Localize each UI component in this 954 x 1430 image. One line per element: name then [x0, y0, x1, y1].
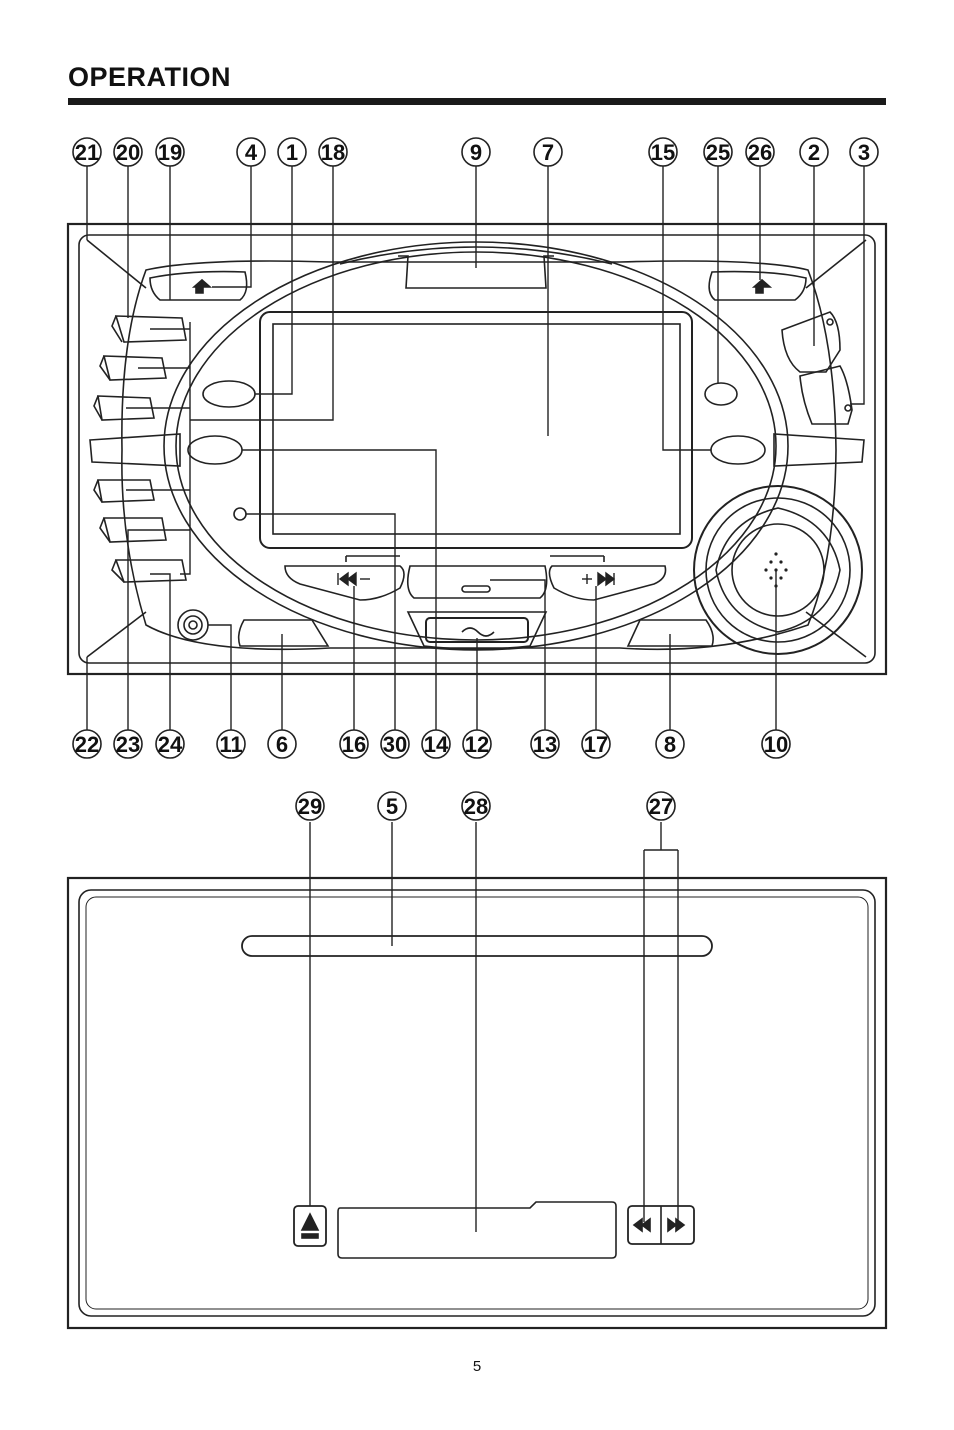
svg-text:13: 13	[533, 732, 557, 757]
next-track-glyph	[582, 571, 616, 587]
callout-9: 9	[461, 137, 491, 167]
callout-11: 11	[216, 729, 246, 759]
callout-21: 21	[72, 137, 102, 167]
callout-26: 26	[745, 137, 775, 167]
callout-17: 17	[581, 729, 611, 759]
svg-text:20: 20	[116, 140, 140, 165]
callout-13: 13	[530, 729, 560, 759]
callout-6: 6	[267, 729, 297, 759]
callout-23: 23	[113, 729, 143, 759]
callout-20: 20	[113, 137, 143, 167]
svg-text:5: 5	[386, 794, 398, 819]
svg-text:26: 26	[748, 140, 772, 165]
callout-10: 10	[761, 729, 791, 759]
svg-text:3: 3	[858, 140, 870, 165]
callout-1: 1	[277, 137, 307, 167]
svg-text:1: 1	[286, 140, 298, 165]
svg-text:14: 14	[424, 732, 449, 757]
callout-29: 29	[295, 791, 325, 821]
svg-text:30: 30	[383, 732, 407, 757]
callout-3: 3	[849, 137, 879, 167]
title-rule	[68, 98, 886, 105]
svg-text:11: 11	[219, 732, 242, 757]
callout-24: 24	[155, 729, 185, 759]
callout-8: 8	[655, 729, 685, 759]
svg-text:18: 18	[321, 140, 345, 165]
svg-text:10: 10	[764, 732, 788, 757]
svg-text:21: 21	[75, 140, 99, 165]
svg-text:7: 7	[542, 140, 554, 165]
svg-text:15: 15	[651, 140, 675, 165]
svg-text:12: 12	[465, 732, 489, 757]
callout-12: 12	[462, 729, 492, 759]
svg-text:28: 28	[464, 794, 488, 819]
prev-track-glyph	[337, 571, 370, 587]
svg-text:9: 9	[470, 140, 482, 165]
leader-lines-lower	[309, 822, 679, 1232]
leader-lines-front	[86, 166, 865, 730]
callout-5: 5	[377, 791, 407, 821]
svg-text:29: 29	[298, 794, 322, 819]
callout-4: 4	[236, 137, 266, 167]
svg-text:4: 4	[245, 140, 258, 165]
svg-text:17: 17	[584, 732, 608, 757]
callout-16: 16	[339, 729, 369, 759]
callout-18: 18	[318, 137, 348, 167]
svg-text:16: 16	[342, 732, 366, 757]
svg-text:24: 24	[158, 732, 183, 757]
svg-text:27: 27	[649, 794, 673, 819]
callout-15: 15	[648, 137, 678, 167]
callout-30: 30	[380, 729, 410, 759]
callout-7: 7	[533, 137, 563, 167]
callout-19: 19	[155, 137, 185, 167]
callout-28: 28	[461, 791, 491, 821]
svg-text:6: 6	[276, 732, 288, 757]
disc-panel	[66, 876, 888, 1330]
page-title: OPERATION	[68, 62, 232, 92]
page-number: 5	[472, 1358, 482, 1375]
callout-22: 22	[72, 729, 102, 759]
svg-text:19: 19	[158, 140, 182, 165]
callout-27: 27	[646, 791, 676, 821]
svg-text:25: 25	[706, 140, 730, 165]
svg-text:8: 8	[664, 732, 676, 757]
svg-text:23: 23	[116, 732, 140, 757]
callout-14: 14	[421, 729, 451, 759]
callout-25: 25	[703, 137, 733, 167]
svg-text:2: 2	[808, 140, 820, 165]
callout-2: 2	[799, 137, 829, 167]
svg-text:22: 22	[75, 732, 99, 757]
